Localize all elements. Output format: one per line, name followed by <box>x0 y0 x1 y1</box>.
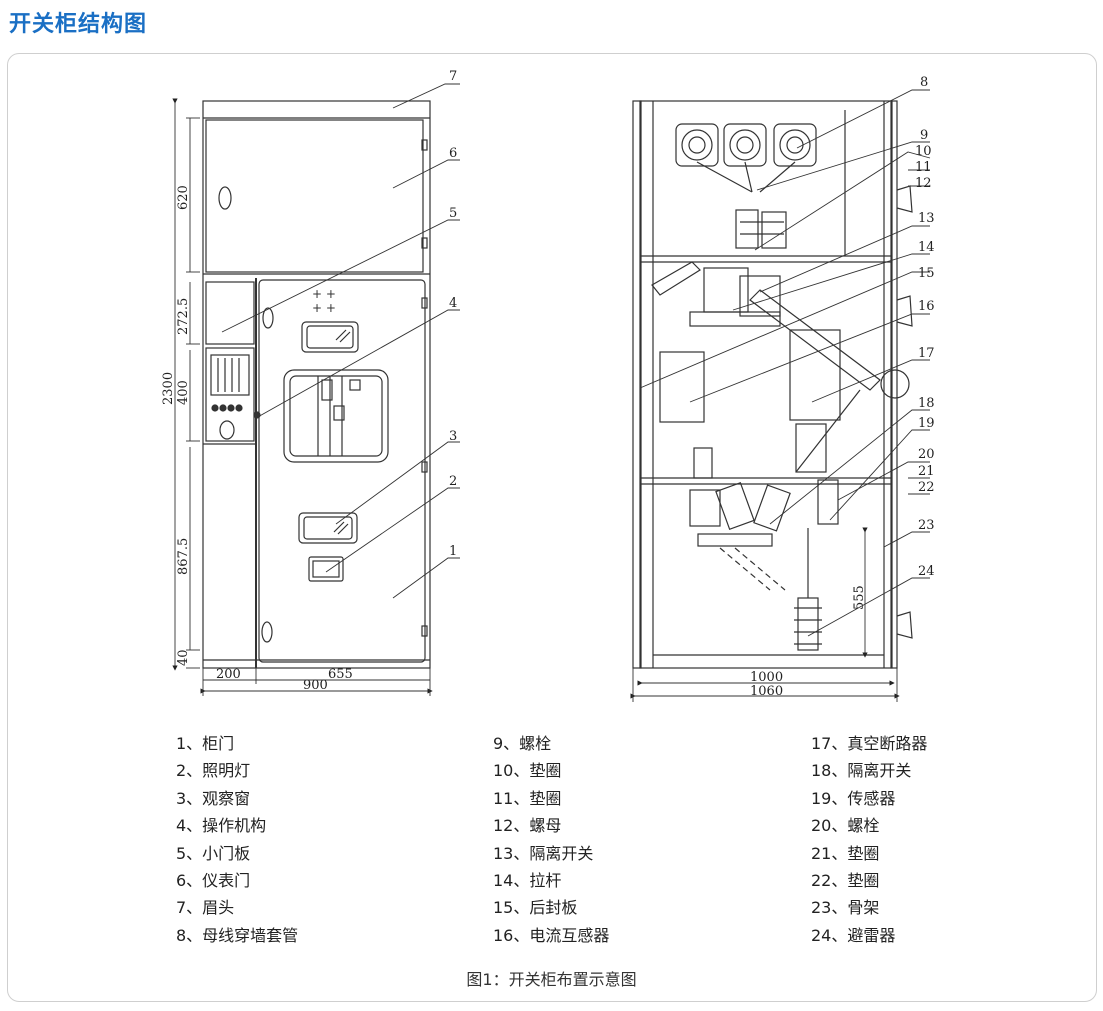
cabinet-frame <box>639 100 893 669</box>
legend-item: 12、螺母 <box>493 816 562 836</box>
legend-item: 6、仪表门 <box>176 870 251 890</box>
legend-item: 8、母线穿墙套管 <box>176 925 299 945</box>
figure-caption: 图1：开关柜布置示意图 <box>466 970 637 989</box>
dim-left-width: 200 <box>216 667 241 682</box>
svg-text:+ +: + + <box>312 301 336 315</box>
legend-item: 9、螺栓 <box>493 734 552 753</box>
front-leaders <box>221 83 460 599</box>
callout-22: 22 <box>918 480 935 495</box>
legend-column-3: 17、真空断路器 18、隔离开关 19、传感器 20、螺栓 21、垫圈 22、垫… <box>811 730 927 949</box>
legend-item: 19、传感器 <box>811 788 896 808</box>
callout-9: 9 <box>920 128 928 143</box>
legend-item: 15、后封板 <box>493 898 578 918</box>
svg-text:+ +: + + <box>312 287 336 301</box>
callout-2: 2 <box>449 474 457 489</box>
callout-1: 1 <box>449 544 457 559</box>
dim-inner-width: 1000 <box>750 670 783 685</box>
callout-23: 23 <box>918 518 935 533</box>
front-callout-labels: 7 6 5 4 3 2 1 <box>449 69 457 559</box>
cabinet-outline <box>202 100 431 669</box>
callout-4: 4 <box>449 296 457 311</box>
side-leaders <box>639 89 931 637</box>
legend-item: 2、照明灯 <box>176 761 251 781</box>
dim-overall-height: 2300 <box>161 372 176 405</box>
callout-8: 8 <box>920 75 928 90</box>
side-view <box>632 100 913 669</box>
legend-item: 24、避雷器 <box>811 925 896 945</box>
callout-21: 21 <box>918 464 935 479</box>
legend-item: 4、操作机构 <box>176 816 267 836</box>
dim-top-section: 620 <box>176 185 191 210</box>
dim-arrester-height: 555 <box>852 585 867 610</box>
legend-item: 14、拉杆 <box>493 870 562 890</box>
legend-item: 10、垫圈 <box>493 761 562 781</box>
callout-16: 16 <box>918 299 935 314</box>
dim-total-width: 900 <box>303 678 328 693</box>
dim-side-total-width: 1060 <box>750 684 783 699</box>
callout-11: 11 <box>915 160 932 175</box>
legend-item: 22、垫圈 <box>811 870 880 890</box>
legend-column-2: 9、螺栓 10、垫圈 11、垫圈 12、螺母 13、隔离开关 14、拉杆 15、… <box>493 730 609 949</box>
callout-14: 14 <box>918 240 935 255</box>
callout-19: 19 <box>918 416 935 431</box>
legend-item: 16、电流互感器 <box>493 925 610 945</box>
dim-middle: 400 <box>176 380 191 405</box>
legend-item: 23、骨架 <box>811 898 880 918</box>
front-view: + + + + <box>202 100 431 669</box>
callout-20: 20 <box>918 447 935 462</box>
dim-base: 40 <box>176 649 191 666</box>
callout-7: 7 <box>449 69 457 84</box>
side-dimension-labels: 1000 1060 555 <box>750 585 867 699</box>
callout-10: 10 <box>915 144 932 159</box>
front-dimension-labels: 620 272.5 2300 400 867.5 40 200 655 900 <box>161 185 353 693</box>
page-title: 开关柜结构图 <box>9 12 148 37</box>
dim-lower: 867.5 <box>176 538 191 575</box>
callout-24: 24 <box>918 564 935 579</box>
side-dimensions <box>630 527 900 702</box>
callout-17: 17 <box>918 346 935 361</box>
front-dimensions <box>172 98 433 696</box>
callout-6: 6 <box>449 146 457 161</box>
legend-item: 5、小门板 <box>176 843 251 863</box>
legend-item: 13、隔离开关 <box>493 843 594 863</box>
legend-item: 21、垫圈 <box>811 843 880 863</box>
legend-item: 18、隔离开关 <box>811 761 912 781</box>
legend-item: 7、眉头 <box>176 898 235 918</box>
legend-item: 11、垫圈 <box>493 788 562 808</box>
dim-right-width: 655 <box>328 667 353 682</box>
callout-12: 12 <box>915 176 932 191</box>
callout-5: 5 <box>449 206 457 221</box>
legend-item: 1、柜门 <box>176 734 235 753</box>
callout-15: 15 <box>918 266 935 281</box>
figure-panel <box>7 53 1097 1002</box>
side-callout-labels: 8 9 10 11 12 13 14 15 16 17 18 19 20 21 … <box>915 75 935 579</box>
legend-column-1: 1、柜门 2、照明灯 3、观察窗 4、操作机构 5、小门板 6、仪表门 7、眉头… <box>176 730 298 949</box>
legend-item: 20、螺栓 <box>811 816 880 836</box>
callout-18: 18 <box>918 396 935 411</box>
legend-item: 3、观察窗 <box>176 788 251 808</box>
legend-item: 17、真空断路器 <box>811 734 928 753</box>
callout-13: 13 <box>918 211 935 226</box>
callout-3: 3 <box>449 429 457 444</box>
dim-middle-small: 272.5 <box>176 298 191 335</box>
